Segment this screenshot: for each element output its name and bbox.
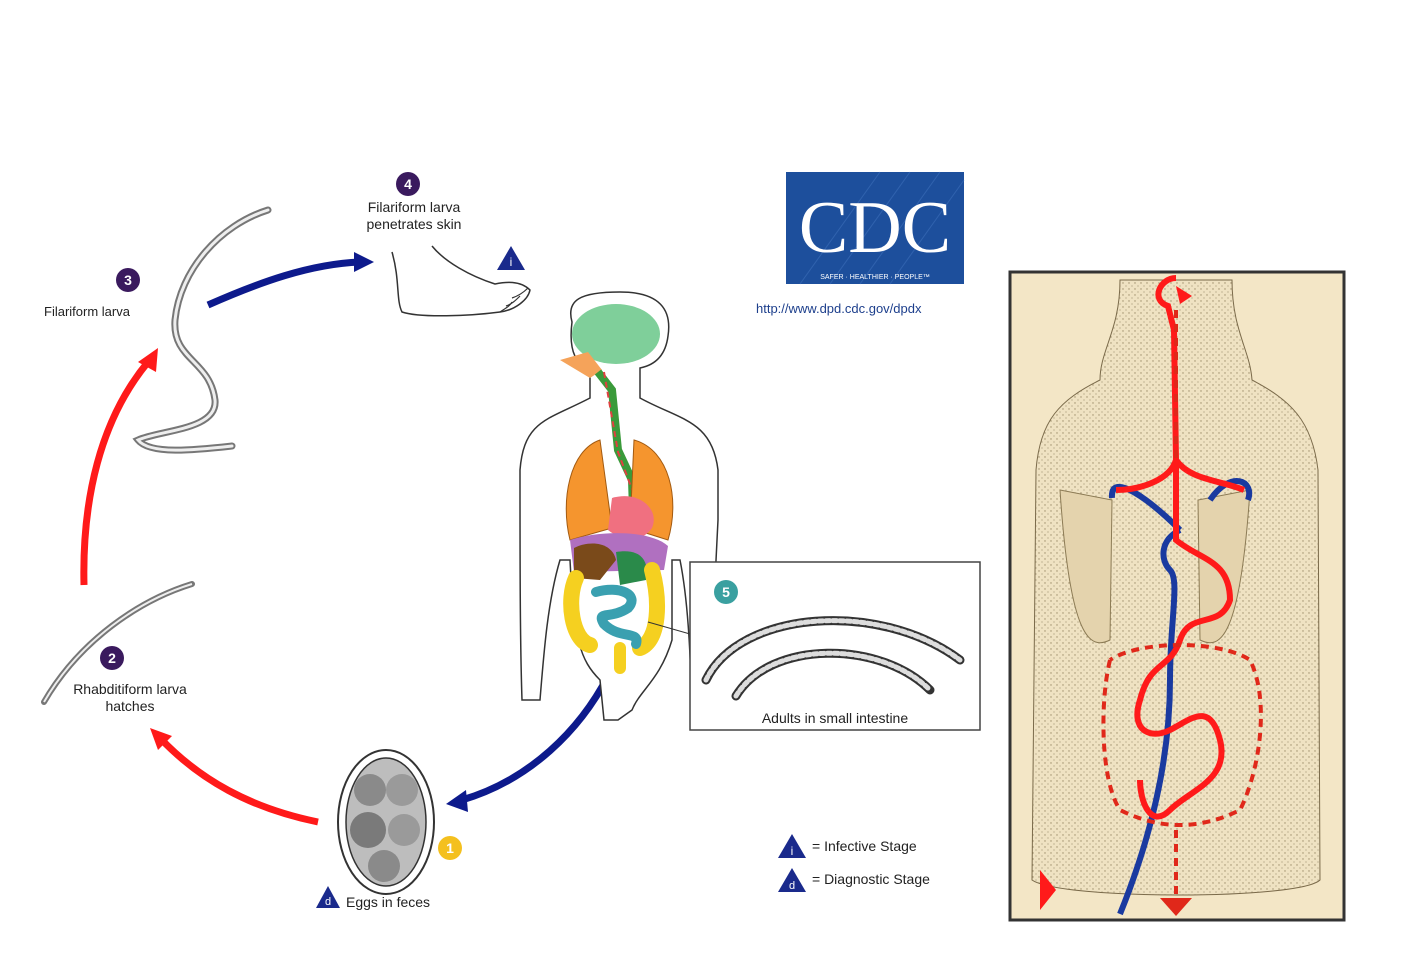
legend-infective-icon: i	[778, 834, 806, 858]
liver	[574, 543, 616, 580]
diagnostic-marker-letter: d	[325, 896, 331, 908]
legend-diagnostic-icon: d	[778, 868, 806, 892]
cdc-tagline: SAFER · HEALTHIER · PEOPLE™	[820, 274, 930, 281]
cdc-logo: CDC SAFER · HEALTHIER · PEOPLE™	[786, 171, 965, 285]
stage-5-label: Adults in small intestine	[761, 710, 909, 726]
brain	[572, 304, 660, 364]
stage-badge-3: 3	[116, 268, 140, 292]
stage-badge-5: 5	[714, 580, 738, 604]
arrow-intestine-to-eggs	[461, 674, 612, 804]
egg-drawing	[337, 749, 435, 895]
stage-2-label-line1: Rhabditiform larva	[73, 681, 187, 697]
stage-2-label-line2: hatches	[105, 698, 155, 714]
stage-badge-1: 1	[438, 836, 462, 860]
cdc-url: http://www.dpd.cdc.gov/dpdx	[756, 301, 922, 316]
stage-2-label: Rhabditiform larva hatches	[40, 681, 220, 715]
small-intestine	[591, 584, 642, 649]
infective-marker-letter: i	[510, 255, 513, 269]
filariform-larva-drawing	[132, 206, 272, 454]
stage-4-label-line2: penetrates skin	[366, 216, 462, 232]
heart	[608, 496, 654, 540]
arrow-rhabditiform-to-filariform	[80, 359, 151, 586]
human-body-drawing	[519, 291, 719, 721]
red-dashed-path	[1101, 310, 1263, 900]
nasal-passage	[560, 352, 602, 378]
stage-3-label: Filariform larva	[44, 304, 130, 319]
stage-4-label-line1: Filariform larva	[367, 199, 461, 215]
arrowhead-red-1	[150, 728, 172, 750]
infective-stage-marker-4: i	[497, 246, 525, 270]
stage-4-label: Filariform larva penetrates skin	[348, 199, 480, 233]
arrow-eggs-to-rhabditiform	[157, 735, 319, 826]
foot-drawing	[391, 245, 531, 317]
diagnostic-stage-marker-1: d	[316, 886, 340, 908]
stage-badge-2: 2	[100, 646, 124, 670]
large-intestine	[563, 562, 665, 656]
arrowhead-blue-1	[354, 252, 374, 272]
stomach	[616, 551, 647, 585]
legend-diagnostic-label: = Diagnostic Stage	[812, 871, 930, 887]
arrowhead-red-2	[138, 348, 158, 372]
arrow-filariform-to-skin	[206, 258, 361, 309]
stage-badge-4: 4	[396, 172, 420, 196]
migration-panel	[1008, 270, 1346, 922]
legend-diagnostic-letter: d	[789, 880, 795, 892]
arrowhead-blue-2	[446, 790, 468, 812]
legend-infective-label: = Infective Stage	[812, 838, 917, 854]
left-lung	[565, 439, 613, 541]
cdc-logo-text: CDC	[799, 187, 951, 269]
legend-infective-letter: i	[791, 844, 794, 858]
stage-1-label: Eggs in feces	[346, 894, 431, 910]
